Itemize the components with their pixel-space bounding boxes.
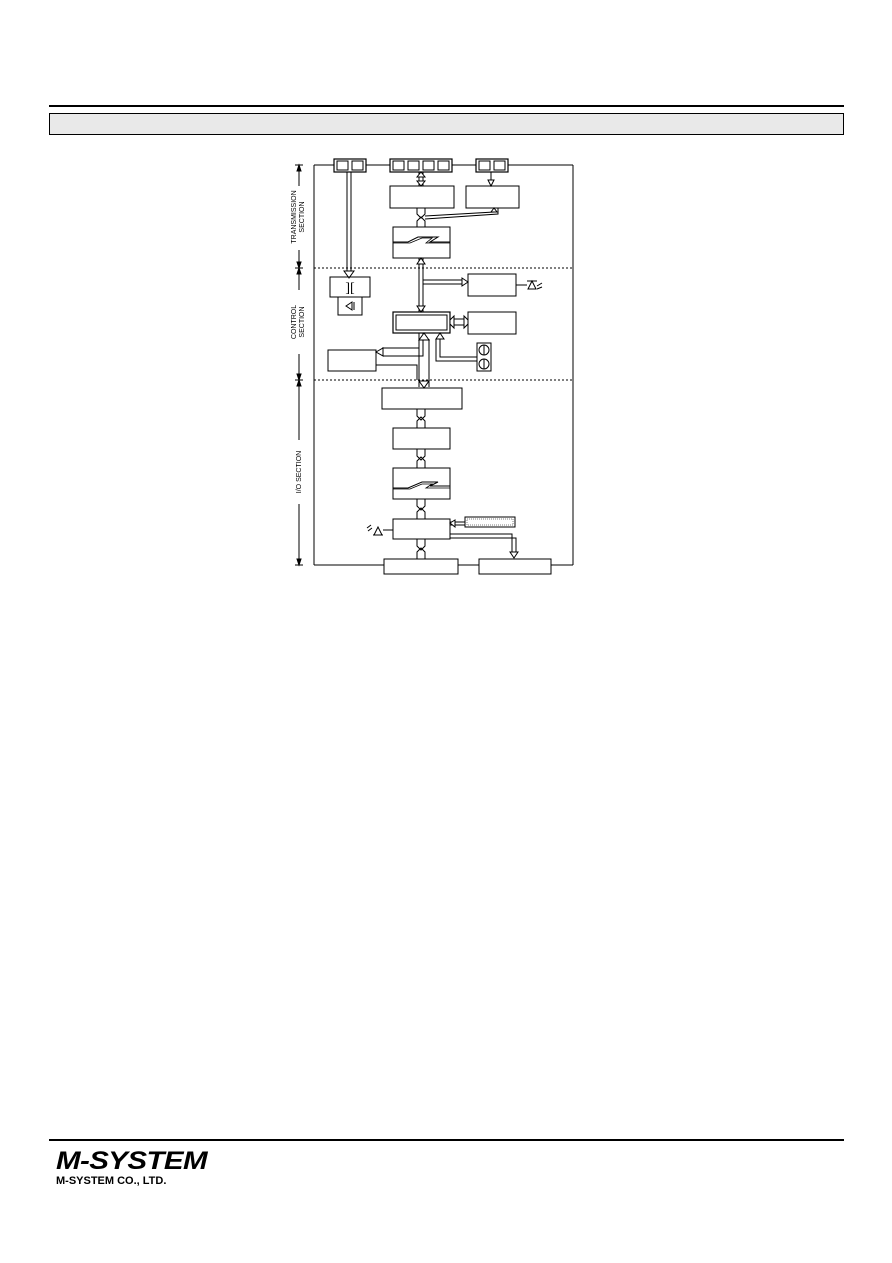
cpu-block <box>392 311 451 334</box>
bus-arrows-control <box>416 257 469 330</box>
status-indicator-block <box>467 273 517 297</box>
io-interface-block <box>381 387 463 410</box>
block-diagram: TRANSMISSION SECTION CONTROL SECTION I/O… <box>280 150 580 580</box>
bus-arrows-io-4 <box>416 499 426 519</box>
termination-block <box>465 185 520 209</box>
isolation-block-1 <box>392 226 451 259</box>
section-title-bar <box>49 113 844 135</box>
dip-switch-icon <box>449 516 516 529</box>
bus-arrows-transmission <box>415 171 499 227</box>
transceiver-block <box>389 185 455 209</box>
power-supply-block: ][ <box>329 276 371 316</box>
header-rule <box>49 105 844 107</box>
termination-terminal <box>475 158 509 173</box>
power-terminal <box>333 158 367 173</box>
config-port-block <box>327 349 377 372</box>
rotary-switch-block <box>435 332 492 372</box>
section-label-transmission: TRANSMISSION <box>291 190 298 243</box>
company-name: M-SYSTEM CO., LTD. <box>56 1175 167 1187</box>
io-led-icon <box>366 524 393 536</box>
internal-bus-connector-left <box>383 558 459 575</box>
bus-arrows-io-2 <box>416 409 426 428</box>
io-controller-block <box>392 427 451 450</box>
footer-rule <box>49 1139 844 1141</box>
isolation-block-2 <box>392 467 451 500</box>
internal-bus-connector-right <box>478 558 552 575</box>
section-label-control: CONTROL <box>291 305 298 339</box>
network-terminal <box>389 158 453 173</box>
status-led-icon <box>527 279 543 290</box>
module-frame <box>313 164 574 566</box>
config-arrows <box>374 333 424 380</box>
bus-arrows-io-3 <box>416 449 426 468</box>
bus-arrows-io-1 <box>418 332 430 389</box>
power-feed-line <box>343 172 355 279</box>
io-bus-arrows-bottom <box>416 533 519 559</box>
section-label-io: I/O SECTION <box>296 451 303 493</box>
io-bus-block <box>392 518 451 540</box>
company-logo: M-SYSTEM M-SYSTEM CO., LTD. <box>56 1148 208 1188</box>
svg-text:][: ][ <box>345 281 355 296</box>
section-label-transmission-2: SECTION <box>299 201 306 232</box>
logo-wordmark: M-SYSTEM <box>56 1147 208 1175</box>
section-label-control-2: SECTION <box>299 306 306 337</box>
memory-block <box>467 311 517 335</box>
